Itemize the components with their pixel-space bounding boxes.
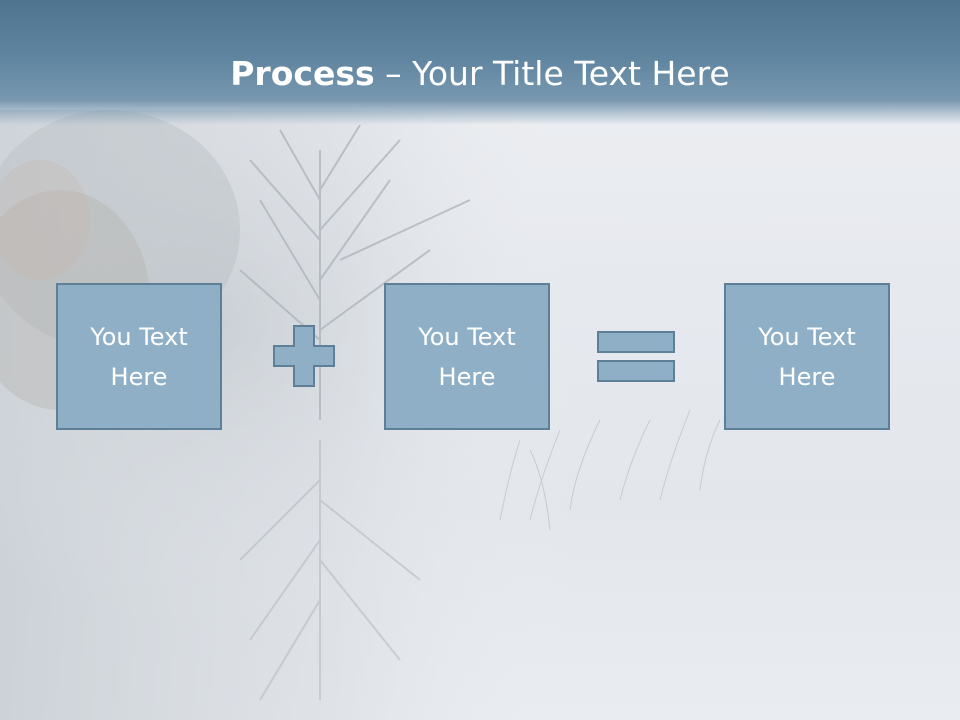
process-box-2[interactable]: You Text Here xyxy=(384,283,550,430)
process-box-1-text: You Text Here xyxy=(90,322,188,391)
equals-icon xyxy=(597,331,675,382)
slide-title: Process – Your Title Text Here xyxy=(0,52,960,96)
process-box-1[interactable]: You Text Here xyxy=(56,283,222,430)
title-band xyxy=(0,0,960,125)
title-rest: Your Title Text Here xyxy=(412,54,730,93)
process-box-2-text: You Text Here xyxy=(418,322,516,391)
title-separator: – xyxy=(374,54,413,93)
process-box-3[interactable]: You Text Here xyxy=(724,283,890,430)
plus-icon xyxy=(273,325,335,387)
process-box-3-text: You Text Here xyxy=(758,322,856,391)
title-bold-part: Process xyxy=(230,54,375,93)
